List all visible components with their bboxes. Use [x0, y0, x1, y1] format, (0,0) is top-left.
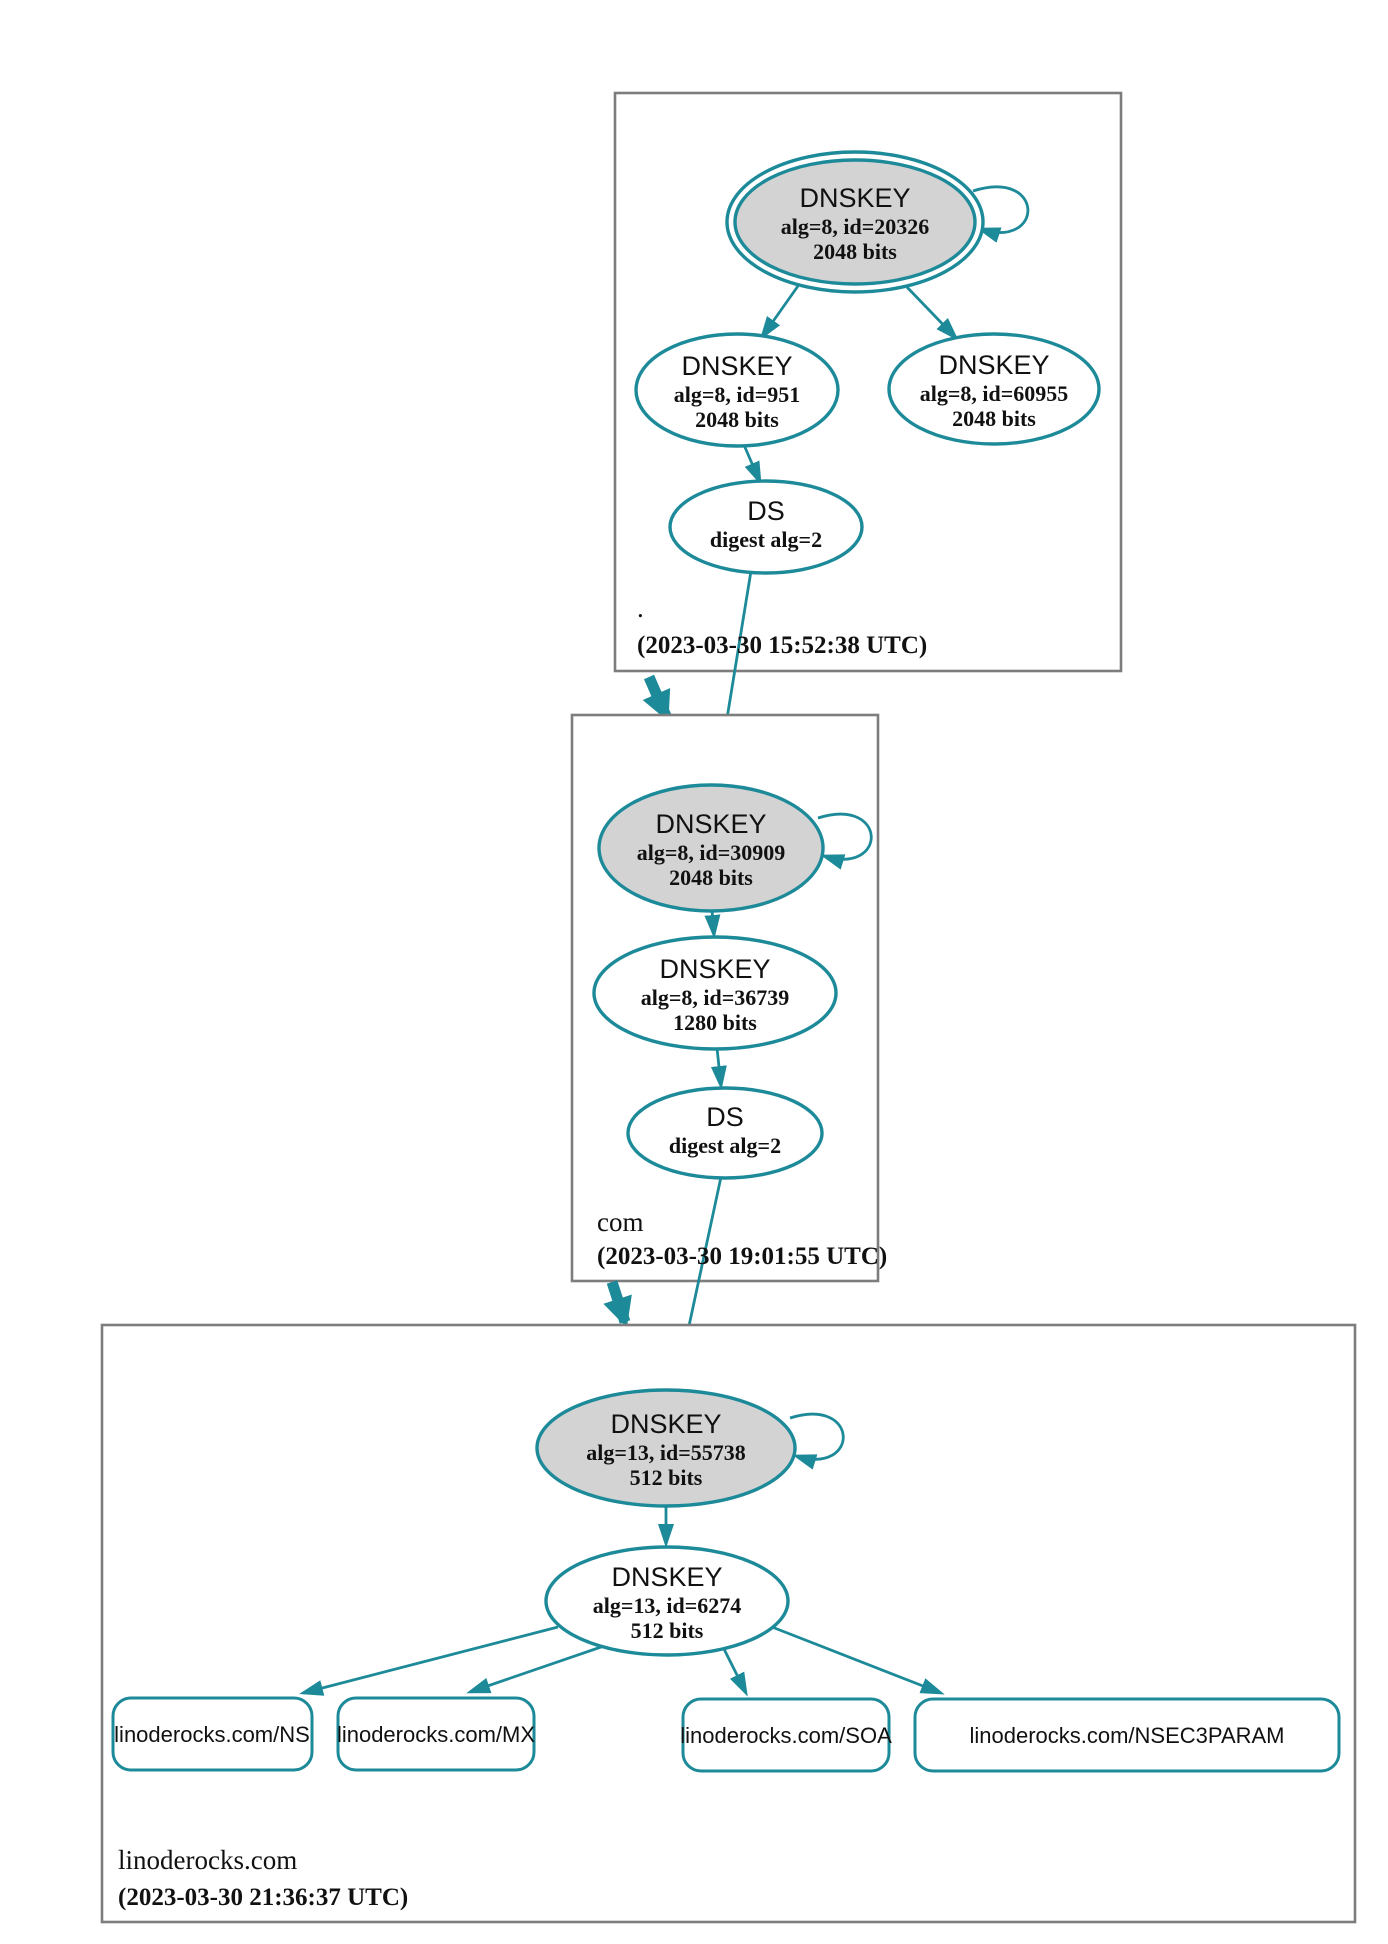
edge-zsk-to-soa: [722, 1648, 748, 1697]
edge-com-ksk-to-zsk: [704, 909, 721, 939]
node-title: DS: [706, 1102, 744, 1132]
rrset-label: linoderocks.com/SOA: [680, 1723, 892, 1748]
node-title: DNSKEY: [611, 1562, 722, 1592]
node-ellipse: [626, 1086, 824, 1180]
zone-root: DNSKEY alg=8, id=20326 2048 bits DNSKEY …: [613, 91, 1123, 790]
node-dnskey-36739: DNSKEY alg=8, id=36739 1280 bits: [592, 935, 838, 1051]
node-ellipse: [668, 479, 864, 575]
zone-timestamp-root: (2023-03-30 15:52:38 UTC): [637, 632, 927, 659]
node-bits: 2048 bits: [813, 239, 897, 264]
node-ellipse: [887, 332, 1101, 446]
node-bits: 2048 bits: [669, 865, 753, 890]
node-dnskey-60955: DNSKEY alg=8, id=60955 2048 bits: [887, 332, 1101, 446]
node-bits: 1280 bits: [673, 1010, 757, 1035]
rrset-box: [336, 1696, 536, 1772]
edge-root-ksk-to-zsk951: [759, 285, 800, 341]
edge-zsk951-to-ds: [742, 444, 762, 486]
node-dnskey-55738: DNSKEY alg=13, id=55738 512 bits: [535, 1388, 797, 1508]
edge-zsk-to-nsec3param: [771, 1625, 945, 1695]
node-dnskey-6274: DNSKEY alg=13, id=6274 512 bits: [544, 1545, 790, 1657]
self-sign-loop-com-ksk: [817, 812, 873, 870]
node-title: DNSKEY: [799, 183, 910, 213]
edge-com-zsk-to-ds: [710, 1047, 727, 1090]
rrset-box: [111, 1696, 314, 1772]
node-detail: alg=8, id=60955: [920, 381, 1069, 406]
rrset-nsec3param: linoderocks.com/NSEC3PARAM: [913, 1697, 1341, 1773]
node-detail: digest alg=2: [710, 527, 822, 552]
node-bits: 2048 bits: [695, 407, 779, 432]
node-ellipse: [597, 783, 825, 913]
node-title: DNSKEY: [610, 1409, 721, 1439]
zone-label-com: com: [597, 1207, 644, 1237]
zone-com: DNSKEY alg=8, id=30909 2048 bits DNSKEY …: [570, 713, 887, 1395]
node-dnskey-30909: DNSKEY alg=8, id=30909 2048 bits: [597, 783, 825, 913]
node-detail: digest alg=2: [669, 1133, 781, 1158]
edge-zsk-to-mx: [466, 1644, 605, 1694]
rrset-box: [681, 1697, 891, 1773]
rrset-mx: linoderocks.com/MX: [336, 1696, 536, 1772]
node-ellipse: [544, 1545, 790, 1657]
node-ds-com: DS digest alg=2: [626, 1086, 824, 1180]
node-detail: alg=8, id=30909: [637, 840, 786, 865]
node-title: DNSKEY: [659, 954, 770, 984]
node-title: DNSKEY: [938, 350, 1049, 380]
edge-zsk-to-ns: [299, 1625, 559, 1696]
node-ellipse: [634, 332, 840, 448]
rrset-box: [913, 1697, 1341, 1773]
node-detail: alg=13, id=6274: [593, 1593, 742, 1618]
node-title: DNSKEY: [681, 351, 792, 381]
zone-label-root: .: [637, 593, 644, 623]
node-ellipse: [733, 158, 977, 286]
rrset-ns: linoderocks.com/NS: [111, 1696, 314, 1772]
node-title: DNSKEY: [655, 809, 766, 839]
node-ellipse: [592, 935, 838, 1051]
node-bits: 512 bits: [630, 1465, 703, 1490]
self-sign-loop-root-ksk: [972, 185, 1030, 243]
zone-label-linoderocks: linoderocks.com: [118, 1845, 297, 1875]
node-detail: alg=8, id=951: [674, 382, 801, 407]
delegation-arrow-com-to-linoderocks: [603, 1280, 632, 1328]
node-ellipse: [535, 1388, 797, 1508]
delegation-arrow-root-to-com: [642, 674, 672, 722]
self-sign-loop-linoderocks-ksk: [789, 1412, 845, 1470]
node-detail: alg=8, id=36739: [641, 985, 790, 1010]
node-bits: 2048 bits: [952, 406, 1036, 431]
node-dnskey-951: DNSKEY alg=8, id=951 2048 bits: [634, 332, 840, 448]
rrset-label: linoderocks.com/MX: [337, 1722, 535, 1747]
edge-root-ksk-to-zsk60955: [902, 283, 959, 341]
node-detail: alg=13, id=55738: [586, 1440, 746, 1465]
node-bits: 512 bits: [631, 1618, 704, 1643]
zone-timestamp-linoderocks: (2023-03-30 21:36:37 UTC): [118, 1884, 408, 1911]
node-ds-root: DS digest alg=2: [668, 479, 864, 575]
node-detail: alg=8, id=20326: [781, 214, 930, 239]
node-title: DS: [747, 496, 785, 526]
rrset-label: linoderocks.com/NS: [114, 1722, 310, 1747]
rrset-label: linoderocks.com/NSEC3PARAM: [969, 1723, 1284, 1748]
rrset-soa: linoderocks.com/SOA: [680, 1697, 892, 1773]
zone-timestamp-com: (2023-03-30 19:01:55 UTC): [597, 1243, 887, 1270]
node-dnskey-20326: DNSKEY alg=8, id=20326 2048 bits: [725, 150, 985, 294]
zone-linoderocks: DNSKEY alg=13, id=55738 512 bits DNSKEY …: [100, 1323, 1357, 1924]
